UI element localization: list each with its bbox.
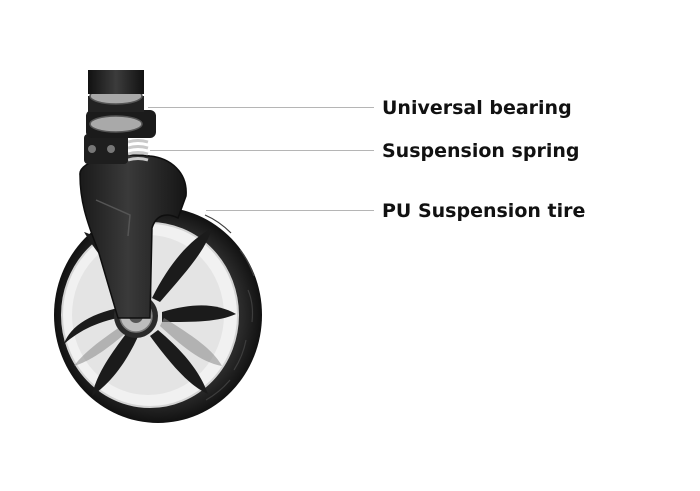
tire-callout-line bbox=[206, 210, 374, 211]
bearing-label: Universal bearing bbox=[382, 97, 572, 119]
bearing-callout-line bbox=[148, 107, 374, 108]
bolt bbox=[107, 145, 115, 153]
bolt bbox=[88, 145, 96, 153]
stem-tube bbox=[88, 70, 144, 94]
head-block bbox=[84, 134, 128, 164]
spring-callout-line bbox=[150, 150, 374, 151]
fork-ridge bbox=[95, 199, 131, 237]
suspension-spring-part bbox=[127, 139, 149, 162]
tire-tread bbox=[204, 214, 255, 401]
spring-label: Suspension spring bbox=[382, 140, 580, 162]
universal-bearing-lower bbox=[89, 115, 143, 133]
tire-label: PU Suspension tire bbox=[382, 200, 586, 222]
